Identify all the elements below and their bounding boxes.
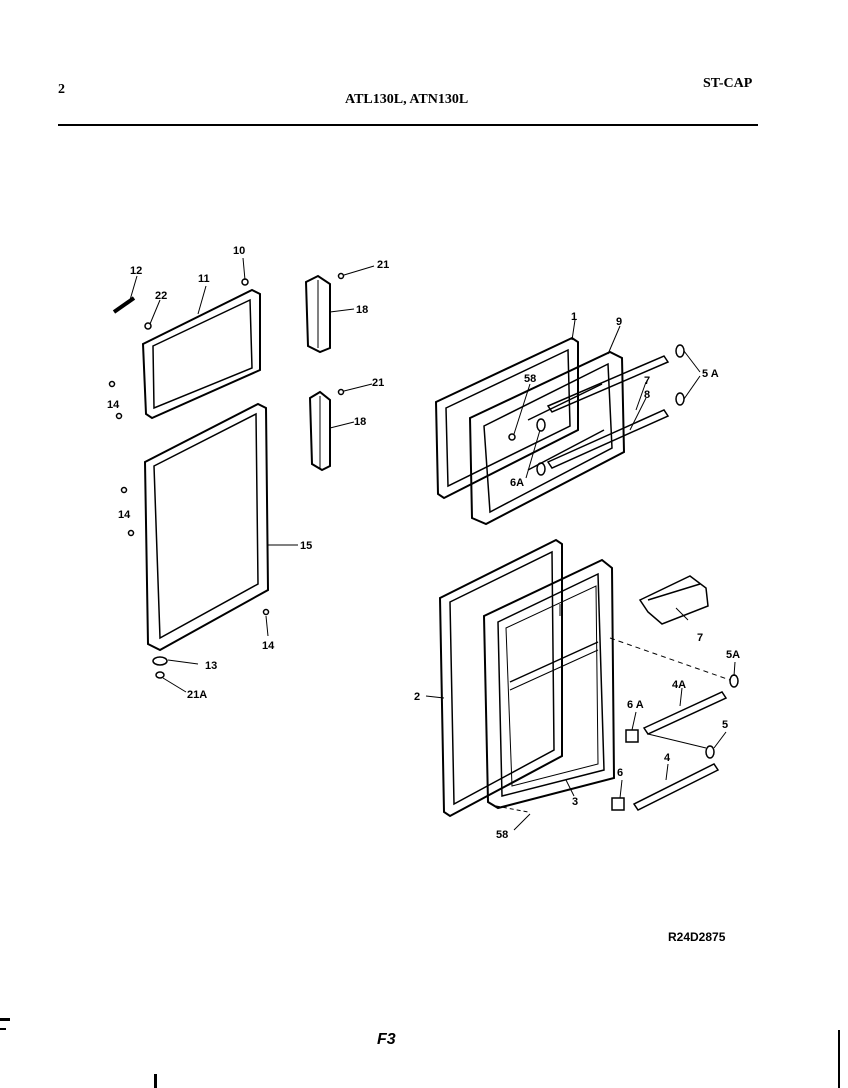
callout-13: 13	[205, 660, 217, 672]
callout-9: 9	[616, 316, 622, 328]
callout-21A: 21A	[187, 689, 207, 701]
large-door-gasket	[143, 402, 270, 652]
callout-7-lower: 7	[697, 632, 703, 644]
fresh-food-door-liner	[482, 558, 616, 810]
callout-1: 1	[571, 311, 577, 323]
fasteners-left	[108, 272, 345, 679]
callout-14-lower: 14	[262, 640, 275, 652]
callout-2: 2	[414, 691, 420, 703]
callout-18-upper: 18	[356, 304, 368, 316]
header-rule	[58, 124, 758, 126]
hinge-bracket-lower	[308, 390, 331, 472]
callout-21-lower: 21	[372, 377, 384, 389]
callout-22: 22	[155, 290, 167, 302]
callout-4A: 4A	[672, 679, 686, 691]
freezer-door-gasket	[434, 336, 579, 500]
leaders-right-bottom	[425, 607, 736, 831]
callout-labels: 12 22 11 10 21 18 21 18 14 14 15 14 13 2…	[107, 245, 740, 841]
dairy-door-part	[638, 575, 709, 625]
callout-12: 12	[130, 265, 142, 277]
callout-15: 15	[300, 540, 312, 552]
callout-10: 10	[233, 245, 245, 257]
callout-6A-upper: 6A	[510, 477, 524, 489]
callout-58-upper: 58	[524, 373, 536, 385]
callout-7-upper: 7	[644, 375, 650, 387]
fresh-food-door-gasket	[438, 538, 563, 818]
document-code: ST-CAP	[703, 76, 753, 91]
callout-21-upper: 21	[377, 259, 389, 271]
callout-5A-upper: 5 A	[702, 368, 719, 380]
door-shelf-caps	[611, 674, 739, 811]
drawing-reference-code: R24D2875	[668, 930, 726, 944]
callout-18-lower: 18	[354, 416, 366, 428]
callout-5A-lower: 5A	[726, 649, 740, 661]
hinge-bracket-upper	[304, 274, 331, 354]
leaders-left	[129, 257, 375, 693]
scan-mark-bottom	[154, 1074, 157, 1088]
scan-mark-left	[0, 1018, 10, 1021]
callout-8: 8	[644, 389, 650, 401]
callout-14-middle: 14	[118, 509, 131, 521]
callout-11: 11	[198, 273, 210, 285]
freezer-shelf-caps	[508, 344, 685, 476]
figure-label: F3	[377, 1031, 396, 1048]
callout-14-upper: 14	[107, 399, 120, 411]
small-door-gasket	[141, 288, 261, 420]
scan-mark-left-2	[0, 1028, 6, 1030]
callout-4: 4	[664, 752, 671, 764]
leaders-right-top	[513, 319, 701, 479]
callout-5: 5	[722, 719, 728, 731]
scan-mark-right	[838, 1030, 840, 1088]
page-number: 2	[58, 82, 65, 97]
callout-6A-lower: 6 A	[627, 699, 644, 711]
callout-3: 3	[572, 796, 578, 808]
callout-58-lower: 58	[496, 829, 508, 841]
callout-6: 6	[617, 767, 623, 779]
model-numbers: ATL130L, ATN130L	[345, 92, 469, 107]
freezer-shelf-bars	[546, 355, 670, 469]
door-shelf-bars	[632, 691, 728, 811]
